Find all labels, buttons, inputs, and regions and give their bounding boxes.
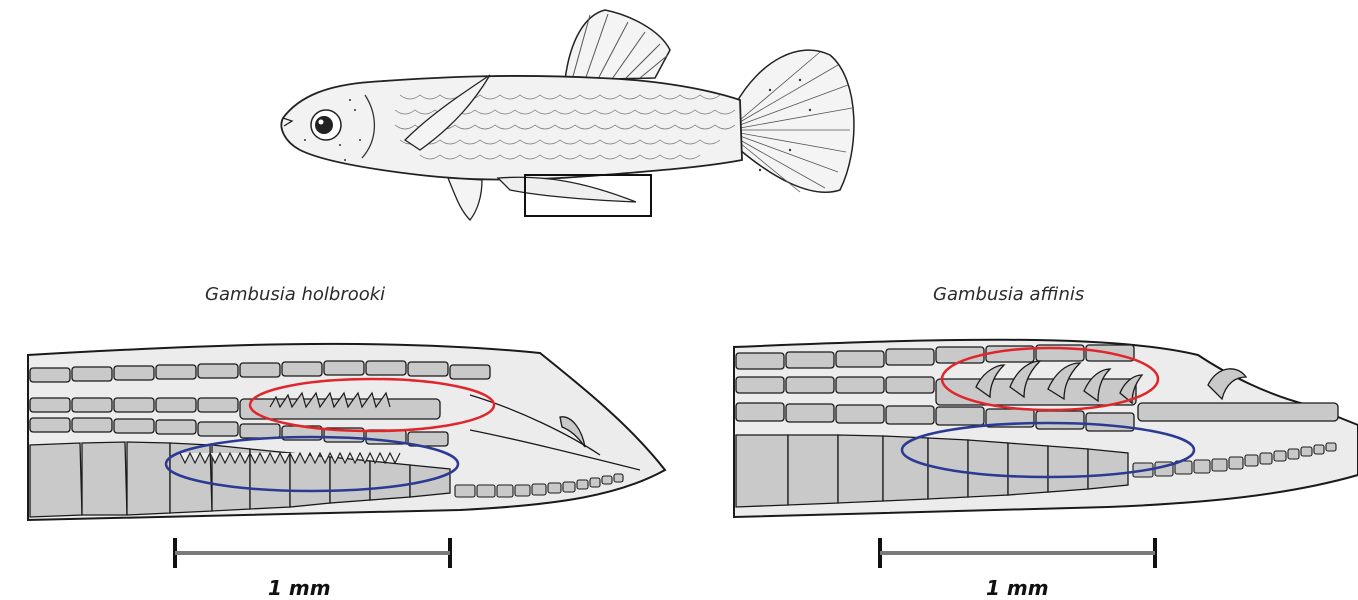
scale-bar-icon	[875, 536, 1165, 576]
scale-bar-icon	[170, 536, 460, 576]
species-label-holbrooki: Gambusia holbrooki	[205, 284, 385, 305]
fish-drawing-icon	[0, 0, 1358, 240]
gonopodium-tip-icon	[728, 325, 1358, 525]
species-label-affinis: Gambusia affinis	[933, 284, 1084, 305]
scale-label-left: 1 mm	[268, 576, 331, 600]
gonopodium-tip-icon	[0, 325, 680, 545]
scale-label-right: 1 mm	[986, 576, 1049, 600]
